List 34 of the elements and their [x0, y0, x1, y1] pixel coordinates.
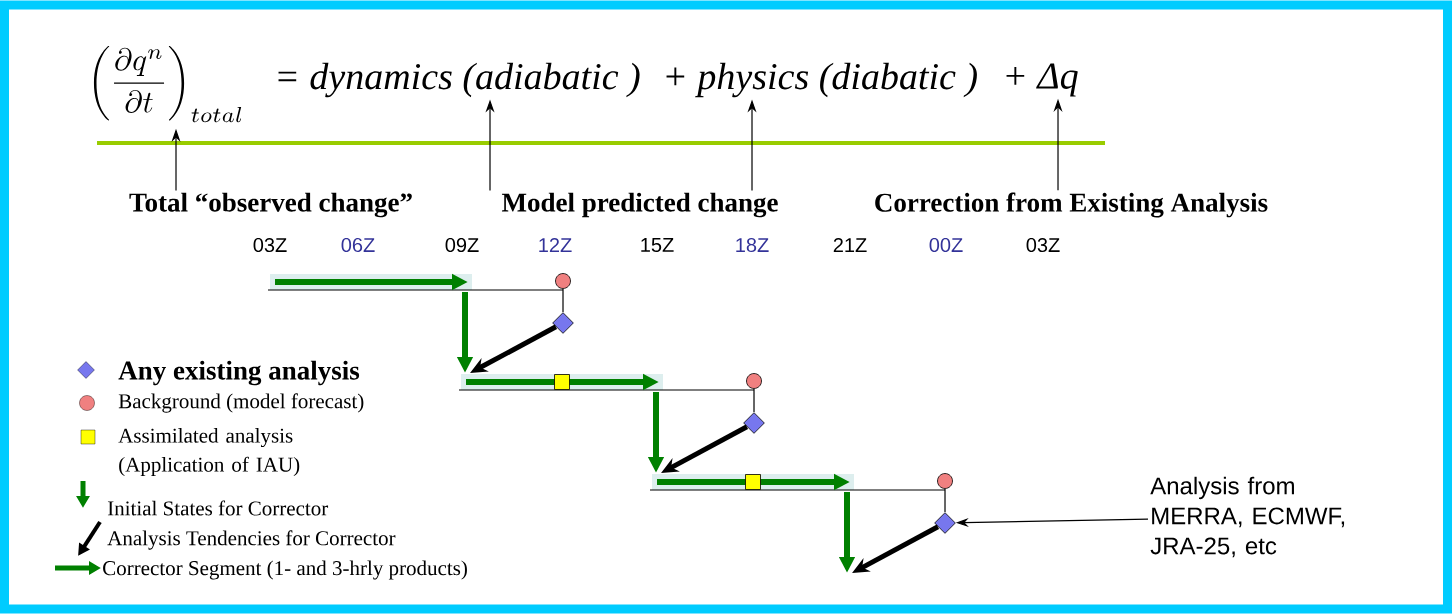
connector-line	[753, 388, 755, 413]
assimilated-marker	[554, 374, 570, 390]
time-label: 12Z	[539, 238, 572, 252]
time-label: 21Z	[833, 238, 867, 252]
legend-text: Background (model forecast)	[118, 393, 364, 413]
annotation-label: Model predicted change	[501, 192, 778, 218]
legend-text: Initial States for Corrector	[107, 500, 329, 516]
assimilated-marker	[745, 474, 761, 490]
legend-text: Corrector Segment (1- and 3-hrly products)	[103, 560, 467, 580]
background-marker	[555, 273, 571, 289]
analysis-marker	[552, 312, 574, 334]
time-label: 03Z	[1026, 237, 1060, 253]
source-label: Analysis from MERRA, ECMWF, JRA-25, etc	[1150, 476, 1345, 558]
connector-line	[944, 488, 946, 513]
time-label: 18Z	[736, 237, 769, 253]
background-marker	[746, 373, 762, 389]
background-marker	[937, 473, 953, 489]
time-label: 03Z	[253, 237, 287, 253]
connector-line	[562, 288, 564, 313]
time-label: 06Z	[341, 237, 375, 253]
legend-text: Any existing analysis	[118, 360, 360, 386]
legend-text: Analysis Tendencies for Corrector	[107, 530, 396, 550]
time-label: 15Z	[641, 238, 674, 252]
legend-text: Assimilated analysis (Application of IAU)	[118, 428, 300, 477]
equation-term: + physics (diabatic )	[666, 62, 977, 98]
annotation-label: Correction from Existing Analysis	[875, 192, 1268, 218]
analysis-marker	[934, 512, 956, 534]
equation-term: + Δq	[1006, 63, 1078, 97]
time-label: 09Z	[445, 237, 479, 253]
time-label: 00Z	[929, 237, 963, 253]
equation-term: = dynamics (adiabatic )	[278, 62, 640, 98]
analysis-marker	[743, 412, 765, 434]
equation-term: $\left(\frac{\partial q^{n}}{\partial t}\right)_{total}$	[93, 46, 242, 123]
annotation-label: Total “observed change”	[129, 192, 412, 218]
